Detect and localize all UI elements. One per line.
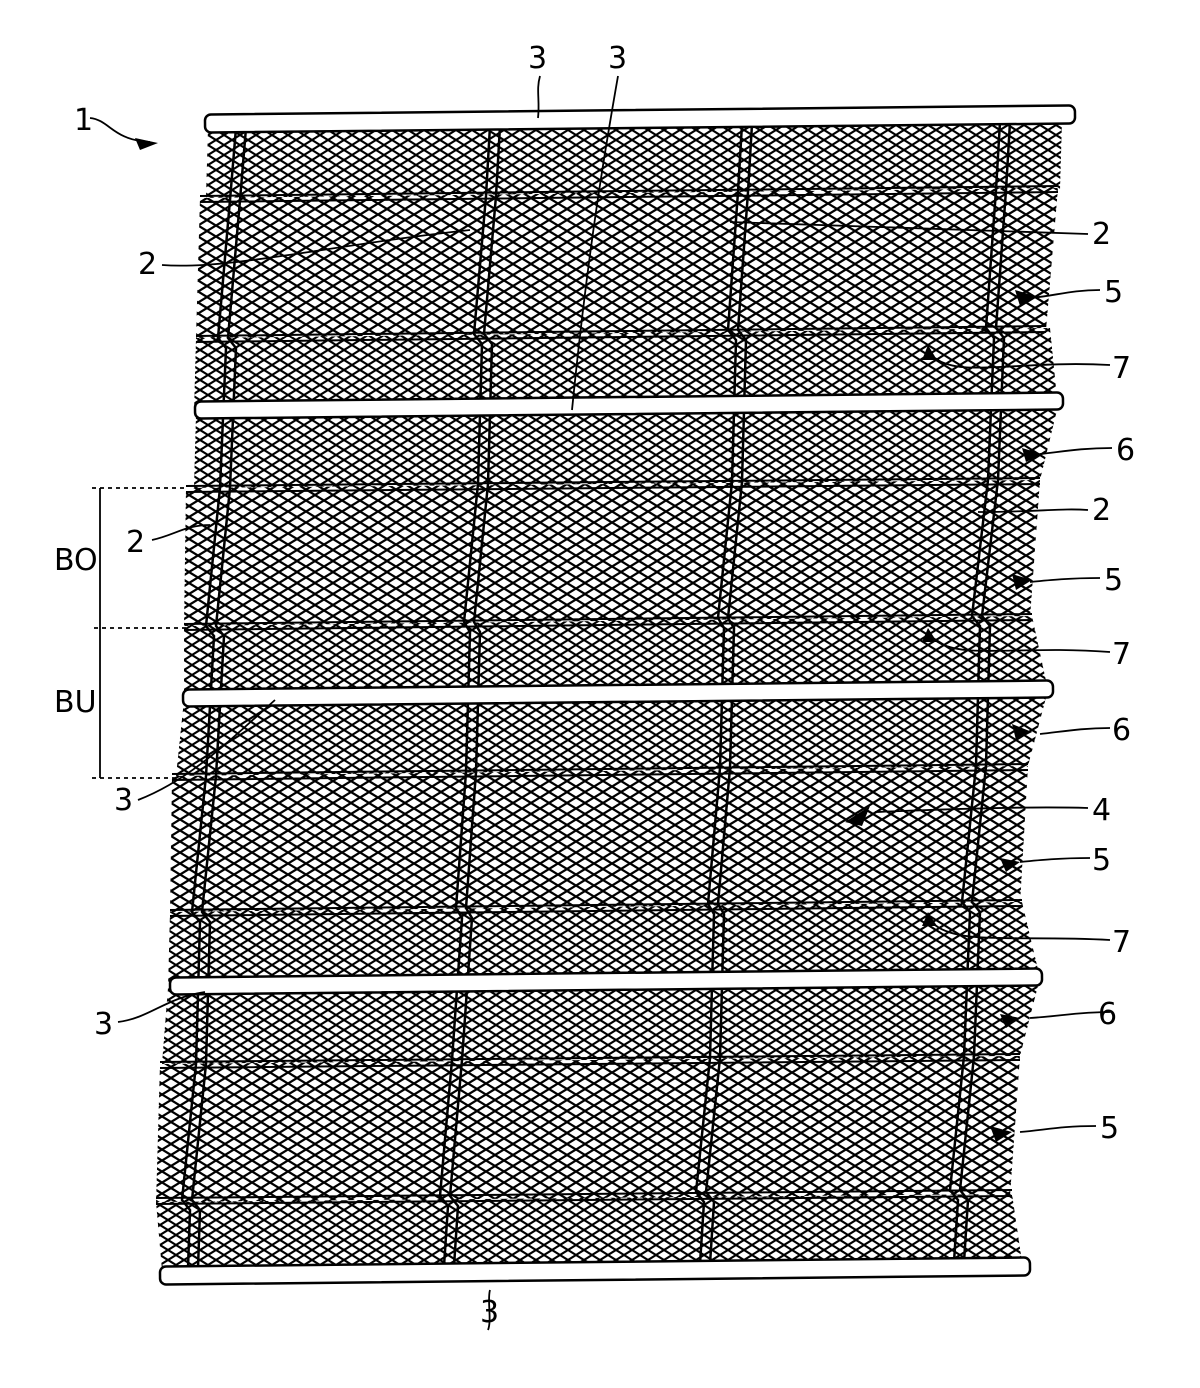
label-6-b: 6 [1112,713,1131,748]
arrowheads [135,138,1042,1142]
label-3-left-2: 3 [94,1007,113,1042]
dimension-markers [92,487,186,779]
label-5-c: 5 [1092,843,1111,878]
label-2-b: 2 [1092,217,1111,252]
seams [155,185,1059,1205]
label-7-c: 7 [1112,925,1131,960]
label-3-top-a: 3 [528,41,547,76]
label-3-bottom: 3 [480,1295,499,1330]
label-5-b: 5 [1104,563,1123,598]
dimension-bu: BU [54,685,97,720]
label-5-d: 5 [1100,1111,1119,1146]
label-7-a: 7 [1112,351,1131,386]
label-2-d: 2 [1092,493,1111,528]
rod-2 [193,391,1065,420]
rod-3 [181,679,1055,708]
label-4: 4 [1092,793,1111,828]
label-2-a: 2 [138,247,157,282]
horizontal-rods [158,104,1077,1286]
label-6-c: 6 [1098,997,1117,1032]
rod-top [203,104,1077,134]
label-6-a: 6 [1116,433,1135,468]
label-7-b: 7 [1112,637,1131,672]
rod-bottom [158,1256,1032,1286]
rod-4 [168,967,1044,996]
label-3-top-b: 3 [608,41,627,76]
leader-lines [89,75,1113,1331]
mesh-panel [156,120,1062,1270]
label-3-left-1: 3 [114,783,133,818]
label-1: 1 [74,103,93,138]
dimension-bo: BO [54,543,98,578]
label-5-a: 5 [1104,275,1123,310]
label-2-c: 2 [126,525,145,560]
